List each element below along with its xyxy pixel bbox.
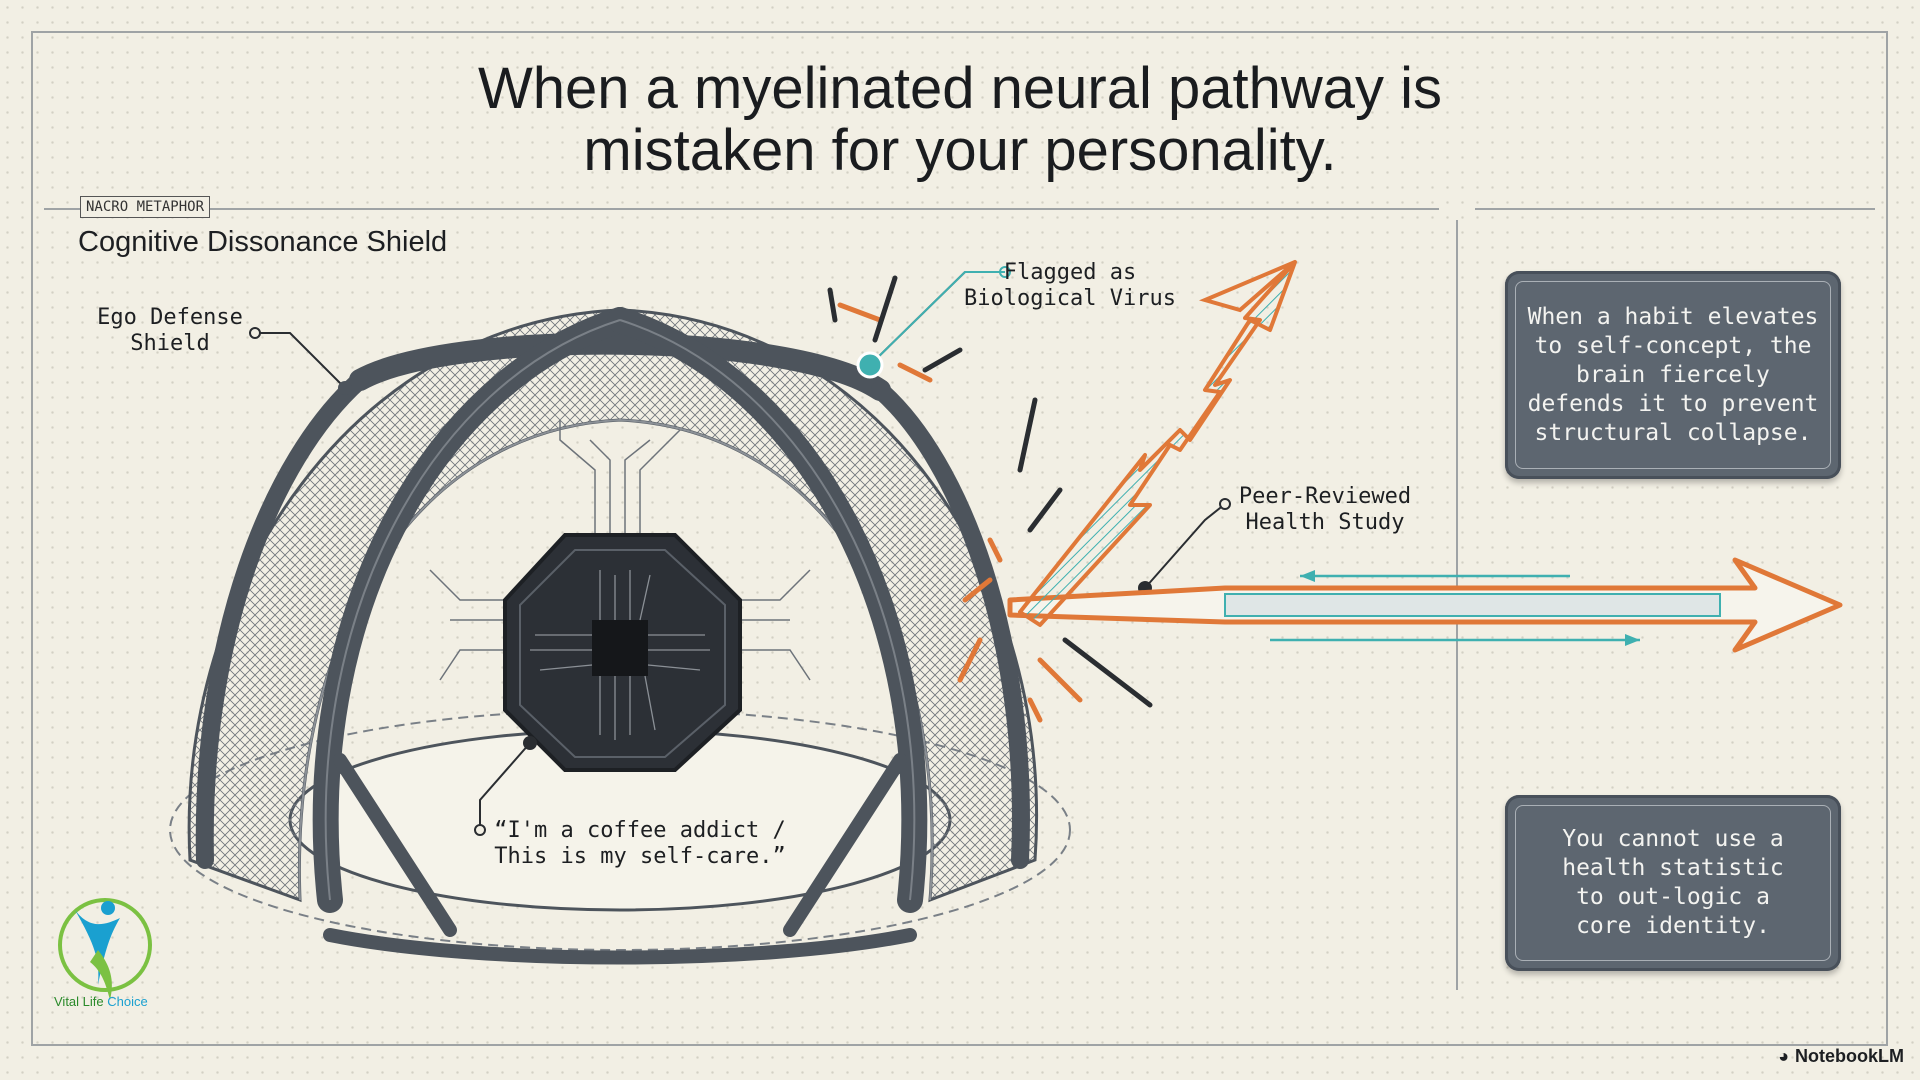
insight-box-bottom: You cannot use a health statistic to out… bbox=[1505, 795, 1841, 971]
logo-text: Vital Life Choice bbox=[54, 994, 148, 1009]
insight-top-line-1: When a habit elevates bbox=[1527, 303, 1819, 330]
insight-top-line-4: defends it to prevent bbox=[1527, 390, 1819, 417]
peer-label-line-2: Health Study bbox=[1245, 510, 1405, 535]
ego-label-line-2: Shield bbox=[130, 331, 210, 356]
dome-rib-outer-left bbox=[195, 371, 369, 869]
label-flagged-biological-virus: Flagged as Biological Virus bbox=[960, 260, 1180, 312]
section-divider-left bbox=[44, 208, 1439, 210]
section-title: Cognitive Dissonance Shield bbox=[78, 226, 448, 258]
logo-text-part-2: Choice bbox=[107, 994, 148, 1009]
section-divider-right bbox=[1475, 208, 1875, 210]
insight-box-top-text: When a habit elevates to self-concept, t… bbox=[1512, 303, 1835, 448]
insight-bottom-line-1: You cannot use a bbox=[1562, 826, 1784, 852]
peer-leader bbox=[1144, 503, 1226, 589]
health-study-arrow bbox=[1007, 557, 1843, 653]
insight-bottom-line-4: core identity. bbox=[1576, 913, 1770, 939]
label-ego-defense-shield: Ego Defense Shield bbox=[95, 305, 245, 357]
peer-label-line-1: Peer-Reviewed bbox=[1238, 484, 1412, 509]
quote-line-1: “I'm a coffee addict / bbox=[494, 818, 786, 843]
brand-text: NotebookLM bbox=[1795, 1046, 1904, 1066]
insight-bottom-line-2: health statistic bbox=[1562, 855, 1784, 881]
deflected-arrow bbox=[1018, 260, 1297, 627]
quote-leader bbox=[479, 742, 531, 830]
page-title: When a myelinated neural pathway is mist… bbox=[360, 58, 1560, 182]
label-quote: “I'm a coffee addict / This is my self-c… bbox=[490, 818, 790, 870]
label-peer-reviewed-health-study: Peer-Reviewed Health Study bbox=[1225, 484, 1425, 536]
flagged-label-line-2: Biological Virus bbox=[964, 286, 1176, 311]
title-line-2: mistaken for your personality. bbox=[583, 118, 1337, 183]
insight-top-line-2: to self-concept, the bbox=[1534, 332, 1812, 359]
section-tag: NACRO METAPHOR bbox=[80, 196, 211, 218]
dome-brace-left bbox=[333, 753, 457, 937]
title-line-1: When a myelinated neural pathway is bbox=[478, 56, 1442, 121]
impact-shards bbox=[837, 302, 1083, 723]
insight-top-line-5: structural collapse. bbox=[1534, 419, 1812, 446]
insight-box-bottom-text: You cannot use a health statistic to out… bbox=[1546, 825, 1800, 941]
ego-leader bbox=[255, 332, 346, 389]
dome-top-ring bbox=[349, 332, 891, 401]
insight-box-top: When a habit elevates to self-concept, t… bbox=[1505, 271, 1841, 479]
insight-bottom-line-3: to out-logic a bbox=[1576, 884, 1770, 910]
logo-text-part-1: Vital Life bbox=[54, 994, 104, 1009]
vital-life-choice-logo-icon bbox=[58, 898, 152, 1000]
ego-label-line-1: Ego Defense bbox=[97, 305, 243, 330]
insight-top-line-3: brain fiercely bbox=[1576, 361, 1770, 388]
notebooklm-icon: ◕ bbox=[1778, 1046, 1790, 1066]
dome-brace-right bbox=[783, 753, 907, 937]
dome-rib-outer-right bbox=[871, 381, 1030, 869]
flagged-label-line-1: Flagged as bbox=[1003, 260, 1137, 285]
quote-line-2: This is my self-care.” bbox=[494, 844, 786, 869]
notebooklm-brand: ◕ NotebookLM bbox=[1778, 1046, 1904, 1067]
dome-base-front bbox=[323, 928, 917, 965]
